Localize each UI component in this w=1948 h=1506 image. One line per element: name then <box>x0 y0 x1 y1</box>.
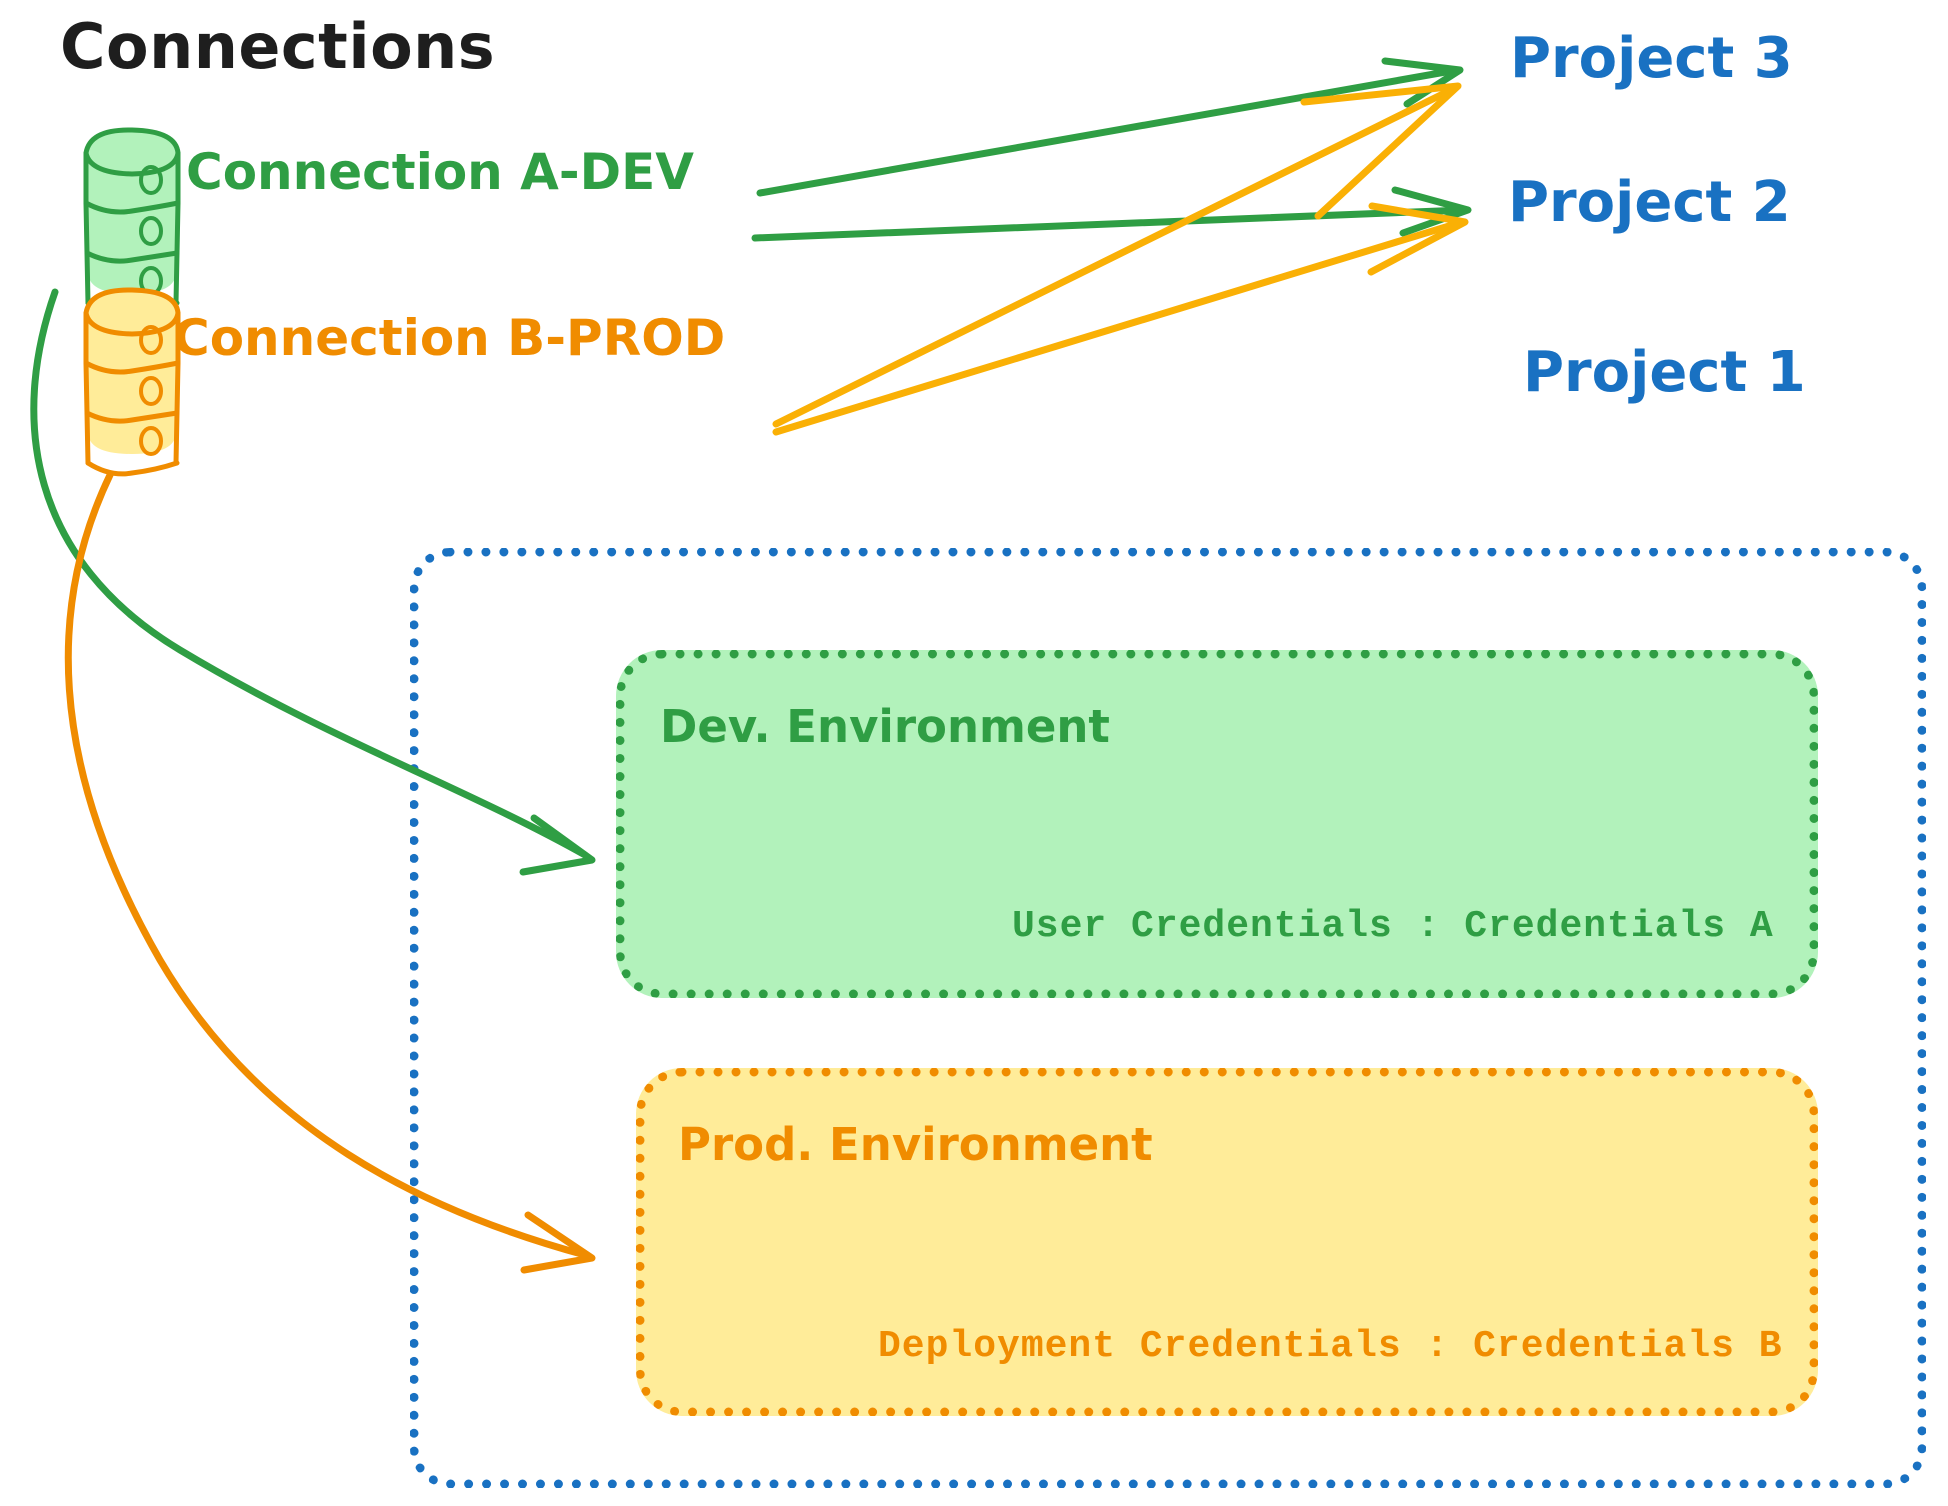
page-title: Connections <box>60 10 496 83</box>
project-1-boundary <box>410 548 1926 1488</box>
project-3-label[interactable]: Project 3 <box>1510 26 1793 91</box>
database-icon-connection-a <box>83 127 181 317</box>
edge-conn-a-to-dev-environment <box>30 288 596 876</box>
database-icon-connection-b <box>83 287 181 477</box>
prod-environment-box[interactable] <box>636 1068 1818 1416</box>
dev-credentials-text: User Credentials : Credentials A <box>1012 905 1774 948</box>
connection-a-dev-label[interactable]: Connection A-DEV <box>186 143 694 201</box>
edge-conn-a-to-project-3 <box>756 57 1464 197</box>
project-2-label[interactable]: Project 2 <box>1508 170 1791 235</box>
dev-environment-box[interactable] <box>616 650 1818 998</box>
prod-credentials-text: Deployment Credentials : Credentials B <box>878 1325 1783 1368</box>
dev-environment-title: Dev. Environment <box>660 700 1110 753</box>
edge-conn-b-to-project-3 <box>772 82 1462 428</box>
edge-conn-b-to-project-2 <box>772 202 1469 436</box>
project-1-label[interactable]: Project 1 <box>1523 340 1806 405</box>
edge-conn-b-to-prod-environment <box>64 471 596 1274</box>
connection-b-prod-label[interactable]: Connection B-PROD <box>173 309 726 367</box>
edge-conn-a-to-project-2 <box>751 186 1472 242</box>
prod-environment-title: Prod. Environment <box>678 1118 1153 1171</box>
